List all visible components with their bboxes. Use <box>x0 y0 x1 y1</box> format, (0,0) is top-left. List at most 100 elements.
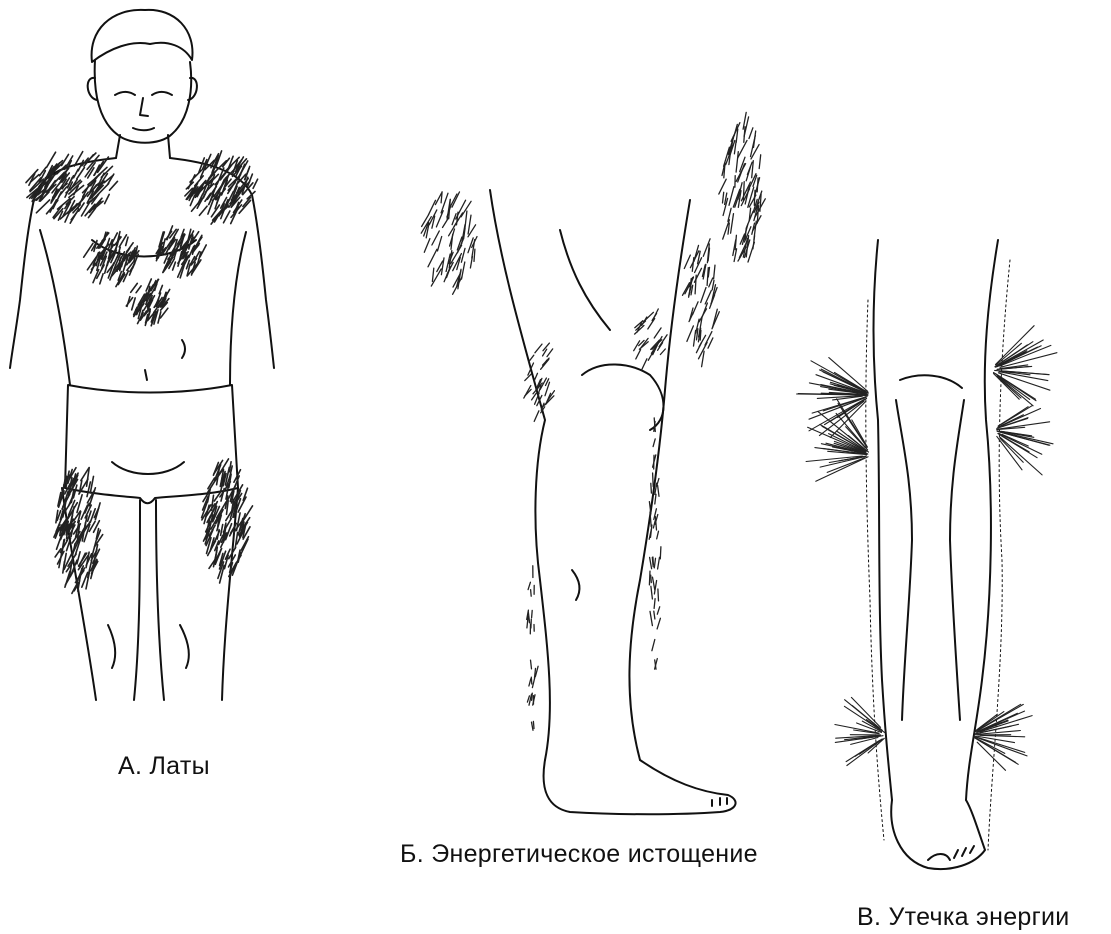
abdomen-mark <box>182 340 185 358</box>
hatch-stroke <box>736 152 738 173</box>
knee-right <box>180 625 189 668</box>
hatch-stroke <box>708 338 713 348</box>
hatch-stroke <box>658 589 659 601</box>
hatch-stroke <box>432 268 433 281</box>
leak-ray <box>980 735 1025 737</box>
eye-left <box>115 92 135 95</box>
hatch-stroke <box>731 123 740 142</box>
hatch-stroke <box>95 503 100 520</box>
hatch-stroke <box>77 552 80 564</box>
hatch-stroke <box>534 373 537 381</box>
leak-ray <box>997 376 1033 406</box>
calf-mark <box>572 570 579 600</box>
hatch-stroke <box>749 128 753 139</box>
briefs-fold <box>112 462 184 474</box>
hatch-stroke <box>652 309 658 321</box>
hatch-stroke <box>443 217 449 227</box>
toes-c <box>928 846 974 860</box>
hatch-stroke <box>200 245 206 257</box>
hatch-stroke <box>658 557 660 569</box>
thigh-inner-line <box>560 230 610 330</box>
hatch-stroke <box>531 590 532 597</box>
foot-b <box>544 760 736 814</box>
leak-ray <box>845 700 879 728</box>
hatch-stroke <box>531 660 532 669</box>
hatch-stroke <box>735 235 736 249</box>
leg-c-inner-left <box>896 400 912 720</box>
hatch-stroke <box>527 696 529 702</box>
hatch-stroke <box>131 283 138 292</box>
knee-c <box>900 375 962 388</box>
caption-panel-c: В. Утечка энергии <box>857 903 1070 932</box>
armor-hatching <box>26 151 258 594</box>
energy-leak-rays <box>797 326 1057 771</box>
hatch-stroke <box>653 577 655 590</box>
hatch-stroke <box>653 557 654 565</box>
leak-ray <box>998 376 1030 400</box>
hatch-stroke <box>428 249 437 266</box>
hatch-stroke <box>653 473 654 487</box>
leak-ray <box>818 411 864 448</box>
hatch-stroke <box>649 571 650 585</box>
hatch-stroke <box>36 200 49 213</box>
panel-a-man-figure <box>10 10 274 700</box>
hatch-stroke <box>636 350 641 359</box>
hatch-stroke <box>694 330 696 346</box>
leg-b-inner-line <box>629 200 690 760</box>
foot-c <box>891 800 985 869</box>
leg-left-inner <box>134 500 140 700</box>
hatch-stroke <box>654 558 655 568</box>
hatch-stroke <box>241 537 248 550</box>
hatch-stroke <box>658 485 659 496</box>
hatch-stroke <box>173 262 176 270</box>
hatch-stroke <box>461 248 465 262</box>
hatch-stroke <box>657 607 659 614</box>
hatch-stroke <box>429 200 436 214</box>
hatch-stroke <box>532 393 537 400</box>
leg-c-inner-right <box>950 400 964 720</box>
hatch-stroke <box>77 495 82 513</box>
hatch-stroke <box>535 344 542 353</box>
hatch-stroke <box>105 194 110 203</box>
hatch-stroke <box>235 532 237 548</box>
hatch-stroke <box>734 249 737 262</box>
hatch-stroke <box>687 326 694 342</box>
hatch-stroke <box>734 141 736 154</box>
hatch-stroke <box>457 212 459 225</box>
hatch-stroke <box>651 575 652 583</box>
hatch-stroke <box>699 309 706 322</box>
leak-ray <box>844 706 880 729</box>
hatch-stroke <box>432 231 439 245</box>
toes-b <box>712 798 727 806</box>
hatch-stroke <box>224 211 230 223</box>
hatch-stroke <box>212 495 214 510</box>
leg-c-outer-right <box>966 240 998 800</box>
hatch-stroke <box>709 278 713 287</box>
leg-b-outer-line <box>490 190 550 760</box>
hatch-stroke <box>199 206 207 215</box>
hatch-stroke <box>424 239 430 253</box>
hatch-stroke <box>100 274 103 284</box>
hatch-stroke <box>90 476 93 493</box>
hatch-stroke <box>650 557 652 568</box>
leg-right-inner <box>156 500 164 700</box>
hatch-stroke <box>462 262 465 279</box>
hatch-stroke <box>731 214 734 234</box>
hatch-stroke <box>127 243 133 251</box>
hatch-stroke <box>57 535 62 549</box>
hatch-stroke <box>532 677 535 688</box>
hair <box>92 10 193 62</box>
hatch-stroke <box>253 179 258 188</box>
hatch-stroke <box>705 291 711 305</box>
torso-right <box>230 232 246 385</box>
hatch-stroke <box>651 483 652 493</box>
hatch-stroke <box>723 192 724 203</box>
hatch-stroke <box>221 525 223 536</box>
mouth <box>133 128 154 130</box>
hatch-stroke <box>651 586 653 599</box>
hatch-stroke <box>719 179 726 194</box>
hatch-stroke <box>132 298 136 310</box>
hatch-stroke <box>714 265 715 279</box>
hatch-stroke <box>110 181 118 190</box>
